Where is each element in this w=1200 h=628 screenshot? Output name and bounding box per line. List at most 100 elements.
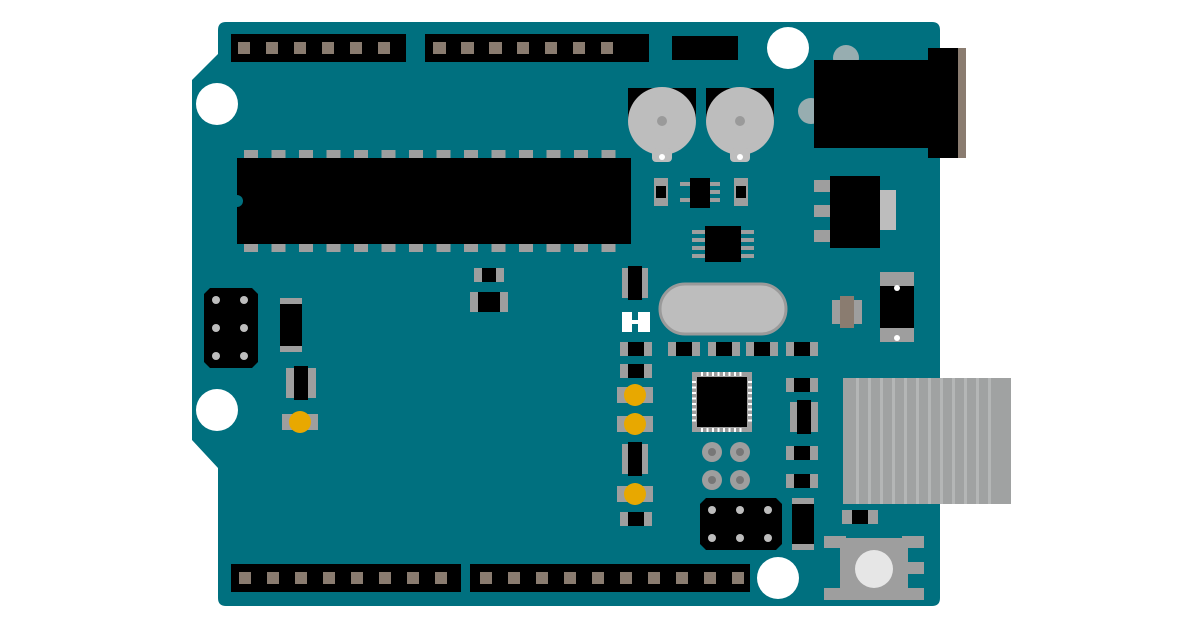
qfn-pin bbox=[692, 392, 696, 394]
chip-pin bbox=[464, 150, 478, 160]
chip-pin bbox=[601, 150, 616, 160]
header-pin bbox=[648, 572, 660, 584]
smd-led-icon bbox=[282, 384, 653, 505]
bottom-header-pins bbox=[239, 572, 744, 584]
usb-rib bbox=[868, 378, 871, 504]
header-pin bbox=[573, 42, 585, 54]
reset-button-cap bbox=[855, 550, 893, 588]
reset-button-icon bbox=[824, 536, 924, 600]
qfn-pin bbox=[728, 428, 731, 432]
chip-pin bbox=[409, 150, 423, 160]
chip-pin bbox=[546, 150, 561, 160]
usb-rib bbox=[892, 378, 895, 504]
usb-rib bbox=[940, 378, 943, 504]
microcontroller-notch bbox=[231, 195, 243, 207]
header-pin bbox=[435, 572, 447, 584]
digital-header-left bbox=[231, 34, 406, 62]
chip-pin bbox=[519, 150, 533, 160]
qfn-pin bbox=[692, 403, 696, 405]
header-pin bbox=[517, 42, 529, 54]
top-small-connector bbox=[672, 36, 738, 60]
smd-resistors bbox=[470, 268, 878, 526]
crystal-oscillator-icon bbox=[658, 282, 788, 336]
header-pin bbox=[323, 572, 335, 584]
qfn-pin bbox=[748, 392, 752, 394]
led-rx bbox=[624, 483, 646, 505]
qfn-pin bbox=[692, 386, 696, 389]
power-jack-body bbox=[814, 60, 930, 148]
header-pin bbox=[676, 572, 688, 584]
mounting-hole-top-left bbox=[196, 83, 238, 125]
usb-rib bbox=[904, 378, 907, 504]
chip-pin bbox=[491, 242, 506, 252]
header-pin bbox=[489, 42, 501, 54]
header-pin bbox=[379, 572, 391, 584]
usb-rib bbox=[928, 378, 931, 504]
qfn-pin bbox=[723, 428, 725, 432]
qfn-pin bbox=[706, 372, 709, 376]
header-pin bbox=[267, 572, 279, 584]
header-pin bbox=[351, 572, 363, 584]
header-pin bbox=[480, 572, 492, 584]
qfn-pin bbox=[748, 397, 752, 400]
electrolytic-capacitor-icon bbox=[628, 87, 774, 162]
small-transistors bbox=[654, 178, 748, 208]
smd-diodes bbox=[280, 272, 914, 550]
chip-pin bbox=[299, 242, 313, 252]
usb-rib bbox=[880, 378, 883, 504]
header-pin bbox=[536, 572, 548, 584]
qfn-pin bbox=[717, 428, 720, 432]
usb-rib bbox=[964, 378, 967, 504]
chip-pin bbox=[354, 150, 368, 160]
header-pin bbox=[545, 42, 557, 54]
qfn-pin bbox=[734, 372, 736, 376]
header-pin bbox=[564, 572, 576, 584]
soic8-chip bbox=[692, 226, 754, 262]
qfn-pin bbox=[712, 372, 714, 376]
test-pads bbox=[702, 442, 750, 490]
qfn-pin bbox=[728, 372, 731, 376]
chip-pin bbox=[271, 242, 286, 252]
chip-pin bbox=[354, 242, 368, 252]
qfn-pin bbox=[706, 428, 709, 432]
qfn-pin bbox=[712, 428, 714, 432]
header-pin bbox=[592, 572, 604, 584]
qfn-pin bbox=[701, 372, 703, 376]
qfn-pin bbox=[739, 372, 742, 376]
chip-pin bbox=[574, 150, 588, 160]
chip-pin bbox=[299, 150, 313, 160]
header-pin bbox=[620, 572, 632, 584]
chip-pin bbox=[436, 150, 451, 160]
led-tx bbox=[624, 413, 646, 435]
qfn-pin bbox=[748, 419, 752, 422]
qfn-pin bbox=[717, 372, 720, 376]
chip-pin bbox=[546, 242, 561, 252]
usb-rib bbox=[952, 378, 955, 504]
header-pin bbox=[378, 42, 390, 54]
microcontroller-body bbox=[237, 158, 631, 244]
chip-pin bbox=[381, 150, 396, 160]
chip-pin bbox=[436, 242, 451, 252]
qfn-pin bbox=[692, 408, 696, 411]
chip-pin bbox=[326, 150, 341, 160]
bottom-header-group bbox=[231, 564, 750, 592]
mounting-hole-bottom-right bbox=[757, 557, 799, 599]
qfn-pin bbox=[748, 386, 752, 389]
icsp-header-left bbox=[204, 288, 258, 368]
qfn-pin bbox=[739, 428, 742, 432]
header-pin bbox=[508, 572, 520, 584]
resistor-arrays bbox=[286, 266, 818, 476]
chip-pin bbox=[491, 150, 506, 160]
chip-pin bbox=[464, 242, 478, 252]
header-pin bbox=[433, 42, 445, 54]
header-pin bbox=[239, 572, 251, 584]
header-pin bbox=[266, 42, 278, 54]
chip-pin bbox=[326, 242, 341, 252]
header-pin bbox=[704, 572, 716, 584]
qfn-pin bbox=[734, 428, 736, 432]
mounting-hole-top-right bbox=[767, 27, 809, 69]
qfn-pin bbox=[692, 381, 696, 383]
led-l bbox=[624, 384, 646, 406]
